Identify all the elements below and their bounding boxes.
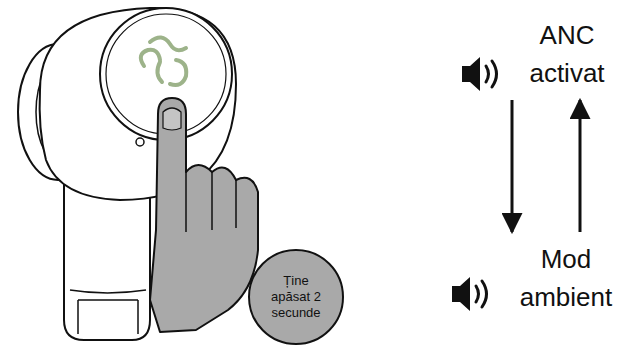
touch-panel — [100, 8, 232, 140]
fingernail — [163, 108, 181, 130]
stem-tip — [78, 300, 138, 334]
mode-arrow — [511, 100, 514, 232]
touch-panel-inner — [106, 14, 226, 134]
finger-lines — [186, 172, 236, 232]
node-text: Ține apăsat 2 secunde — [266, 273, 326, 321]
pressing-hand — [150, 98, 258, 332]
stem-line — [70, 290, 146, 293]
mode-label: ANC activat — [514, 16, 620, 92]
mic-hole — [136, 138, 144, 146]
callout-circle: Ține apăsat 2 secunde — [248, 249, 344, 345]
mode-label: Mod ambient — [512, 240, 620, 316]
speaker-icon — [452, 277, 487, 311]
node-text: Mod ambient — [512, 240, 620, 316]
razer-logo — [141, 37, 186, 85]
node-text: ANC activat — [514, 16, 620, 92]
mode-arrow — [579, 100, 582, 232]
speaker-icon — [462, 57, 497, 91]
